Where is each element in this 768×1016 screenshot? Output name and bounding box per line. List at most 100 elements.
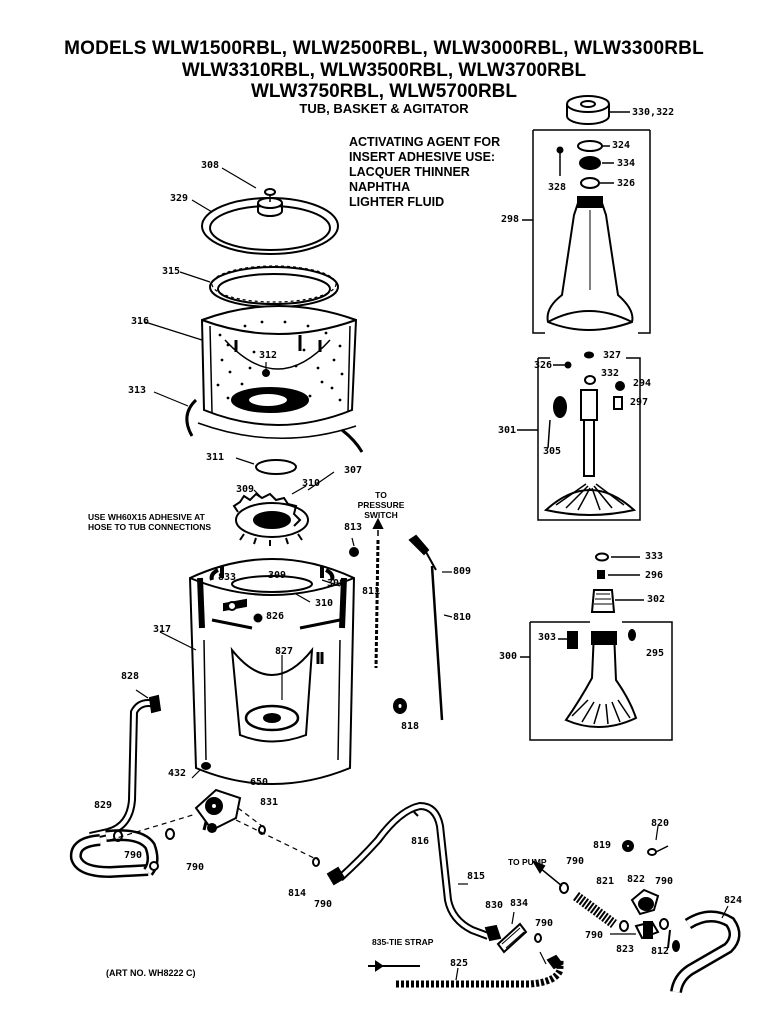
- part-label: 826: [266, 611, 285, 622]
- hub-307: [232, 471, 335, 546]
- to-pump-note: TO PUMP: [508, 857, 547, 867]
- part-label: 296: [645, 570, 664, 581]
- part-label: 301: [498, 425, 517, 436]
- connector-790-small: [534, 933, 547, 965]
- part-label: 790: [655, 876, 674, 887]
- part-label: 295: [646, 648, 665, 659]
- hose-note-line: HOSE TO TUB CONNECTIONS: [88, 522, 212, 532]
- clamp-818: [393, 698, 407, 714]
- tie-strap-835: [368, 960, 420, 972]
- adhesive-note-line: NAPHTHA: [349, 180, 411, 194]
- adhesive-note-line: INSERT ADHESIVE USE:: [349, 150, 496, 164]
- adhesive-note-line: ACTIVATING AGENT FOR: [349, 135, 501, 149]
- agitator-small-parts: [556, 140, 614, 189]
- part-label: 818: [401, 721, 420, 732]
- part-label: 828: [121, 671, 140, 682]
- part-label: 334: [617, 158, 636, 169]
- part-label: 790: [124, 850, 143, 861]
- part-label: 821: [596, 876, 615, 887]
- hose-adhesive-note: USE WH60X15 ADHESIVE AT HOSE TO TUB CONN…: [88, 512, 211, 532]
- part-label: 307: [344, 465, 363, 476]
- parts-819-820: [622, 825, 669, 856]
- models-title-line-2: WLW3310RBL, WLW3500RBL, WLW3700RBL: [181, 60, 587, 81]
- part-label: 330,322: [632, 107, 675, 118]
- part-label: 820: [651, 818, 670, 829]
- basket-316: [144, 305, 358, 426]
- part-label: 814: [288, 888, 307, 899]
- part-label: 308: [327, 578, 346, 589]
- outer-tub-317: [159, 558, 356, 785]
- hose-828: [89, 689, 162, 840]
- part-label: 333: [645, 551, 664, 562]
- part-label: 790: [535, 918, 554, 929]
- hose-821: [573, 891, 629, 932]
- agitator-300-top-parts: [590, 552, 644, 613]
- agitator-box-301: [517, 357, 641, 521]
- snap-ring-311: [235, 457, 297, 475]
- part-label: 829: [94, 800, 113, 811]
- part-label: 812: [651, 946, 670, 957]
- part-label: 309: [268, 570, 287, 581]
- part-label: 332: [601, 368, 620, 379]
- basket-parts-312-313: [153, 362, 364, 453]
- part-label: 317: [153, 624, 172, 635]
- part-label: 328: [548, 182, 567, 193]
- part-label: 834: [510, 898, 529, 909]
- part-label: 813: [344, 522, 363, 533]
- adhesive-note-line: LACQUER THINNER: [349, 165, 470, 179]
- balance-ring-315: [179, 265, 339, 308]
- drain-hose-815: [326, 801, 502, 942]
- part-label: 300: [499, 651, 518, 662]
- diagram-subtitle: TUB, BASKET & AGITATOR: [299, 101, 469, 116]
- part-label: 324: [612, 140, 631, 151]
- part-label: 790: [314, 899, 333, 910]
- part-label: 309: [236, 484, 255, 495]
- part-label: 809: [453, 566, 472, 577]
- part-label: 326: [617, 178, 636, 189]
- part-label: 316: [131, 316, 150, 327]
- part-label: 790: [186, 862, 205, 873]
- part-label: 815: [467, 871, 486, 882]
- tub-fittings-833-826: [223, 598, 263, 623]
- part-label: 790: [585, 930, 604, 941]
- pressure-note-line: SWITCH: [364, 510, 398, 520]
- part-label: 329: [170, 193, 189, 204]
- adhesive-note-line: LIGHTER FLUID: [349, 195, 445, 209]
- hose-824: [659, 905, 741, 994]
- part-label: 816: [411, 836, 430, 847]
- adhesive-note: ACTIVATING AGENT FOR INSERT ADHESIVE USE…: [349, 135, 500, 210]
- part-label: 311: [206, 452, 225, 463]
- part-label: 310: [315, 598, 334, 609]
- air-dome-809-810: [408, 534, 453, 721]
- part-label: 790: [566, 856, 585, 867]
- models-title-line-3: WLW3750RBL, WLW5700RBL: [250, 81, 518, 102]
- part-label: 811: [362, 586, 381, 597]
- valve-822-823: [610, 888, 660, 940]
- part-label: 303: [538, 632, 557, 643]
- hose-note-line: USE WH60X15 ADHESIVE AT: [88, 512, 205, 522]
- pressure-switch-note: TO PRESSURE SWITCH: [356, 490, 406, 520]
- part-label: 825: [450, 958, 469, 969]
- part-label: 833: [218, 572, 237, 583]
- hose-829: [69, 829, 159, 879]
- part-label: 305: [543, 446, 562, 457]
- part-label: 830: [485, 900, 504, 911]
- art-number: (ART NO. WH8222 C): [106, 968, 196, 978]
- part-label: 650: [250, 777, 269, 788]
- agitator-box-300: [520, 621, 673, 741]
- part-label: 308: [201, 160, 220, 171]
- to-pump-arrow: [531, 859, 569, 894]
- part-label: 326: [534, 360, 553, 371]
- part-label: 298: [501, 214, 520, 225]
- part-label: 831: [260, 797, 279, 808]
- part-label: 819: [593, 840, 612, 851]
- part-label: 432: [168, 768, 187, 779]
- models-title-line-1: MODELS WLW1500RBL, WLW2500RBL, WLW3000RB…: [64, 38, 704, 59]
- part-label: 823: [616, 944, 635, 955]
- hose-825: [396, 954, 564, 988]
- part-label: 313: [128, 385, 147, 396]
- part-label: 294: [633, 378, 652, 389]
- pressure-tube-811: [372, 517, 384, 669]
- connector-834: [496, 911, 528, 954]
- pump-connections-dashed: [109, 807, 320, 867]
